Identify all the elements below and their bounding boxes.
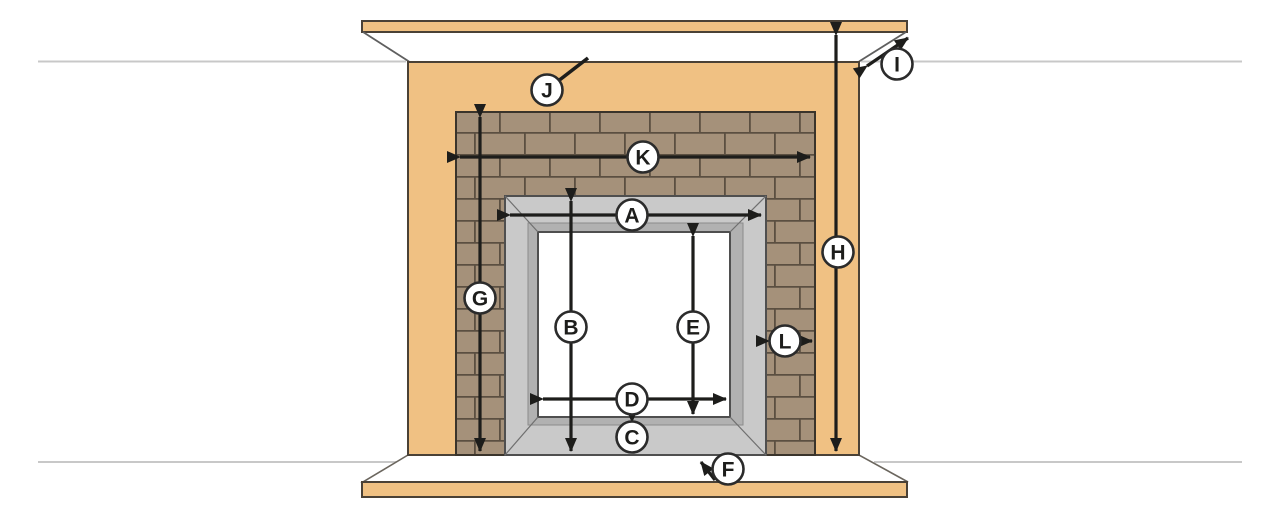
- label-letter-i: I: [894, 54, 900, 77]
- label-marker-i: I: [880, 47, 914, 81]
- label-letter-g: G: [472, 288, 488, 311]
- label-marker-d: D: [615, 382, 649, 416]
- frame-miter-bottom-right: [729, 416, 767, 456]
- label-circle-k: [626, 140, 660, 174]
- label-letter-a: A: [624, 205, 639, 228]
- label-letter-h: H: [830, 242, 845, 265]
- label-circle-a: [615, 198, 649, 232]
- hearth-base: [361, 481, 908, 498]
- label-letter-d: D: [624, 389, 639, 412]
- frame-miter-bottom-left: [504, 416, 539, 456]
- label-marker-e: E: [676, 310, 710, 344]
- label-marker-g: G: [463, 281, 497, 315]
- label-marker-k: K: [626, 140, 660, 174]
- label-letter-k: K: [635, 147, 650, 170]
- label-circle-d: [615, 382, 649, 416]
- label-circle-i: [880, 47, 914, 81]
- dimension-arrow-f: [699, 461, 717, 481]
- mantel-shelf: [361, 20, 908, 33]
- label-letter-f: F: [722, 459, 735, 482]
- label-marker-l: L: [768, 324, 802, 358]
- label-circle-b: [554, 310, 588, 344]
- label-letter-b: B: [563, 317, 578, 340]
- insert-frame-outer-edge: [504, 195, 767, 456]
- label-circle-f: [711, 452, 745, 486]
- frieze-left-edge: [362, 31, 410, 63]
- label-circle-e: [676, 310, 710, 344]
- label-letter-c: C: [624, 427, 639, 450]
- label-letter-j: J: [541, 80, 553, 103]
- label-circle-c: [615, 420, 649, 454]
- label-marker-c: C: [615, 420, 649, 454]
- label-marker-f: F: [711, 452, 745, 486]
- hearth-top: [360, 454, 909, 483]
- label-marker-b: B: [554, 310, 588, 344]
- label-marker-h: H: [821, 235, 855, 269]
- label-marker-j: J: [530, 73, 564, 107]
- label-marker-a: A: [615, 198, 649, 232]
- label-letter-e: E: [686, 317, 700, 340]
- label-letter-l: L: [779, 331, 792, 354]
- label-circle-j: [530, 73, 564, 107]
- label-circle-g: [463, 281, 497, 315]
- label-circle-h: [821, 235, 855, 269]
- label-circle-l: [768, 324, 802, 358]
